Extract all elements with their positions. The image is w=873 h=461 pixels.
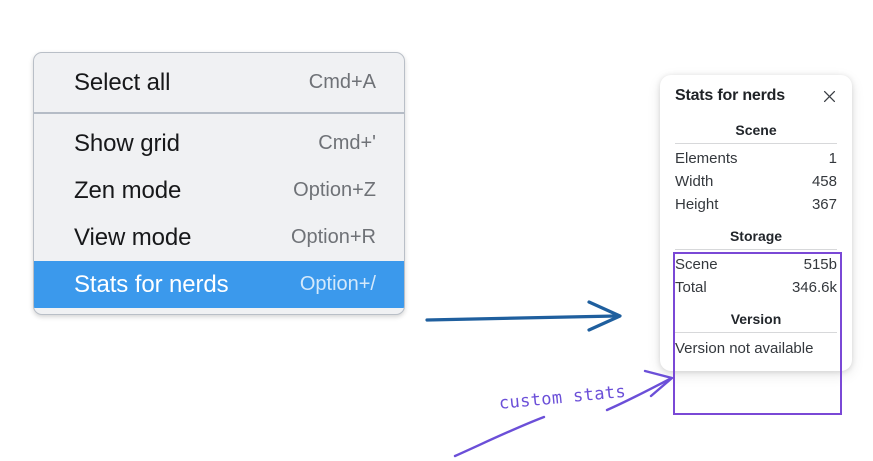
menu-item-shortcut: Option+/ bbox=[299, 273, 376, 295]
menu-item-stats-for-nerds[interactable]: Stats for nerds Option+/ bbox=[34, 261, 404, 308]
stat-row-width: Width 458 bbox=[671, 170, 841, 193]
version-value: Version not available bbox=[675, 340, 814, 357]
menu-item-view-mode[interactable]: View mode Option+R bbox=[34, 214, 404, 261]
section-title-scene: Scene bbox=[735, 122, 777, 138]
menu-item-label: View mode bbox=[74, 223, 192, 251]
menu-item-shortcut: Cmd+A bbox=[308, 71, 376, 93]
menu-item-select-all[interactable]: Select all Cmd+A bbox=[34, 59, 404, 106]
stat-label: Height bbox=[675, 196, 719, 213]
section-title-storage: Storage bbox=[729, 228, 783, 244]
stats-section-scene: Scene Elements 1 Width 458 Height 367 bbox=[671, 119, 841, 216]
panel-header: Stats for nerds bbox=[671, 87, 841, 105]
menu-item-shortcut: Cmd+' bbox=[318, 132, 376, 154]
stat-label: Scene bbox=[675, 256, 718, 273]
stats-section-version: Version Version not available bbox=[671, 308, 841, 359]
stat-label: Width bbox=[675, 173, 714, 190]
menu-group-2: Show grid Cmd+' Zen mode Option+Z View m… bbox=[34, 112, 404, 314]
stats-section-storage: Storage Scene 515b Total 346.6k bbox=[671, 225, 841, 299]
section-divider bbox=[675, 249, 837, 250]
stats-for-nerds-panel: Stats for nerds Scene Elements 1 Width 4… bbox=[660, 75, 852, 371]
stat-row-elements: Elements 1 bbox=[671, 147, 841, 170]
panel-title: Stats for nerds bbox=[675, 87, 785, 104]
stat-value: 346.6k bbox=[791, 279, 837, 296]
purple-underline-stroke bbox=[453, 415, 546, 458]
menu-item-show-grid[interactable]: Show grid Cmd+' bbox=[34, 120, 404, 167]
section-divider bbox=[675, 332, 837, 333]
stat-label: Elements bbox=[675, 150, 738, 167]
stat-row-height: Height 367 bbox=[671, 193, 841, 216]
section-title-version: Version bbox=[730, 311, 782, 327]
stat-value: 1 bbox=[828, 150, 837, 167]
menu-item-zen-mode[interactable]: Zen mode Option+Z bbox=[34, 167, 404, 214]
menu-item-label: Select all bbox=[74, 68, 171, 96]
menu-item-shortcut: Option+Z bbox=[293, 179, 376, 201]
menu-item-label: Show grid bbox=[74, 129, 180, 157]
menu-item-shortcut: Option+R bbox=[290, 226, 376, 248]
blue-arrow bbox=[425, 300, 622, 332]
stat-row-scene-size: Scene 515b bbox=[671, 253, 841, 276]
menu-group-1: Select all Cmd+A bbox=[34, 53, 404, 112]
menu-item-label: Stats for nerds bbox=[74, 270, 229, 298]
context-menu[interactable]: Select all Cmd+A Show grid Cmd+' Zen mod… bbox=[33, 52, 405, 315]
annotation-label-custom-stats: custom stats bbox=[498, 381, 627, 414]
menu-item-label: Zen mode bbox=[74, 176, 182, 204]
stat-value: 515b bbox=[803, 256, 837, 273]
close-icon[interactable] bbox=[820, 87, 838, 105]
stat-value: 367 bbox=[811, 196, 837, 213]
section-divider bbox=[675, 143, 837, 144]
stat-value: 458 bbox=[811, 173, 837, 190]
stat-label: Total bbox=[675, 279, 707, 296]
stat-row-total-size: Total 346.6k bbox=[671, 276, 841, 299]
